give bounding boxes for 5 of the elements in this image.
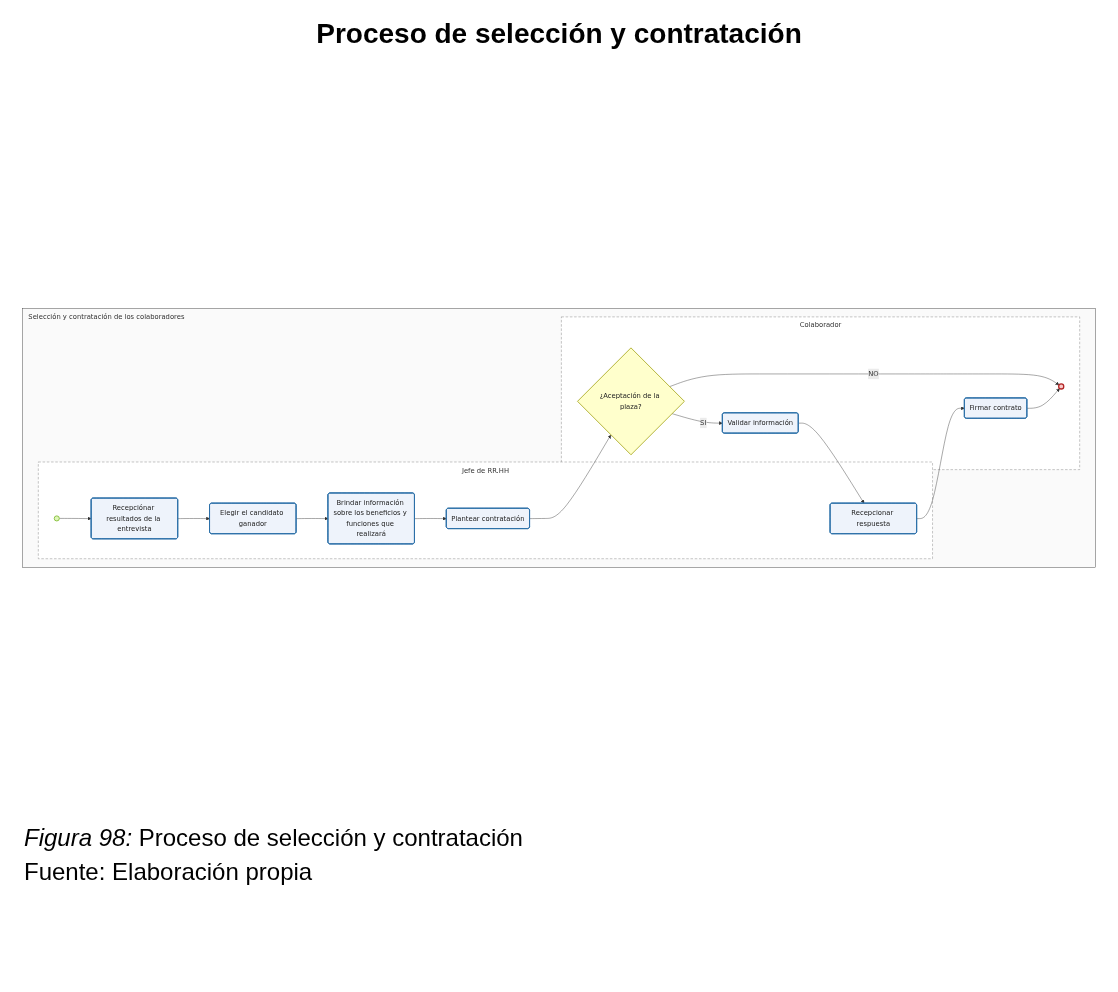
- node-circle: [1058, 383, 1065, 390]
- figure-caption: Figura 98: Proceso de selección y contratación: [24, 824, 524, 852]
- node-circle: [53, 515, 60, 522]
- diagram-title: Proceso de selección y contratación: [315, 18, 803, 50]
- source-note: Fuente: Elaboración propia: [24, 858, 314, 886]
